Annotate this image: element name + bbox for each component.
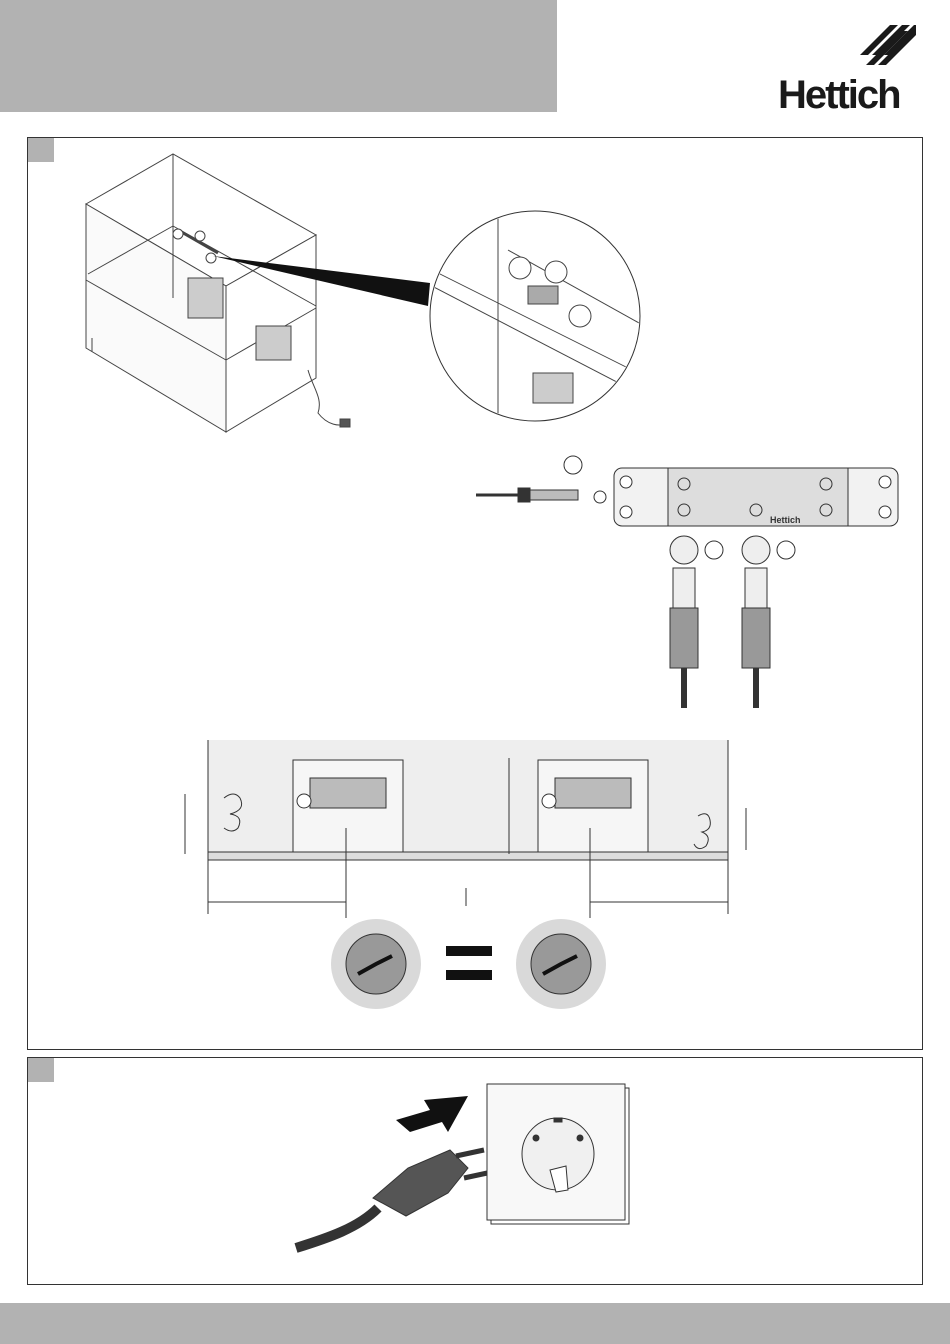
adjustment-dial-icon-right <box>516 919 606 1009</box>
insert-arrow-icon <box>396 1096 468 1132</box>
header-bar <box>0 0 557 112</box>
adjustment-diagram <box>28 138 922 1049</box>
step-1-panel: Hettich <box>27 137 923 1050</box>
adjustment-dial-icon-left <box>331 919 421 1009</box>
logo-stripes-icon <box>856 25 916 75</box>
footer-bar <box>0 1303 950 1344</box>
logo-wordmark: Hettich <box>778 75 900 115</box>
equals-icon <box>446 946 492 980</box>
step-2-panel <box>27 1057 923 1285</box>
plug-into-socket-illustration <box>28 1058 922 1284</box>
hettich-logo: Hettich <box>778 25 928 115</box>
